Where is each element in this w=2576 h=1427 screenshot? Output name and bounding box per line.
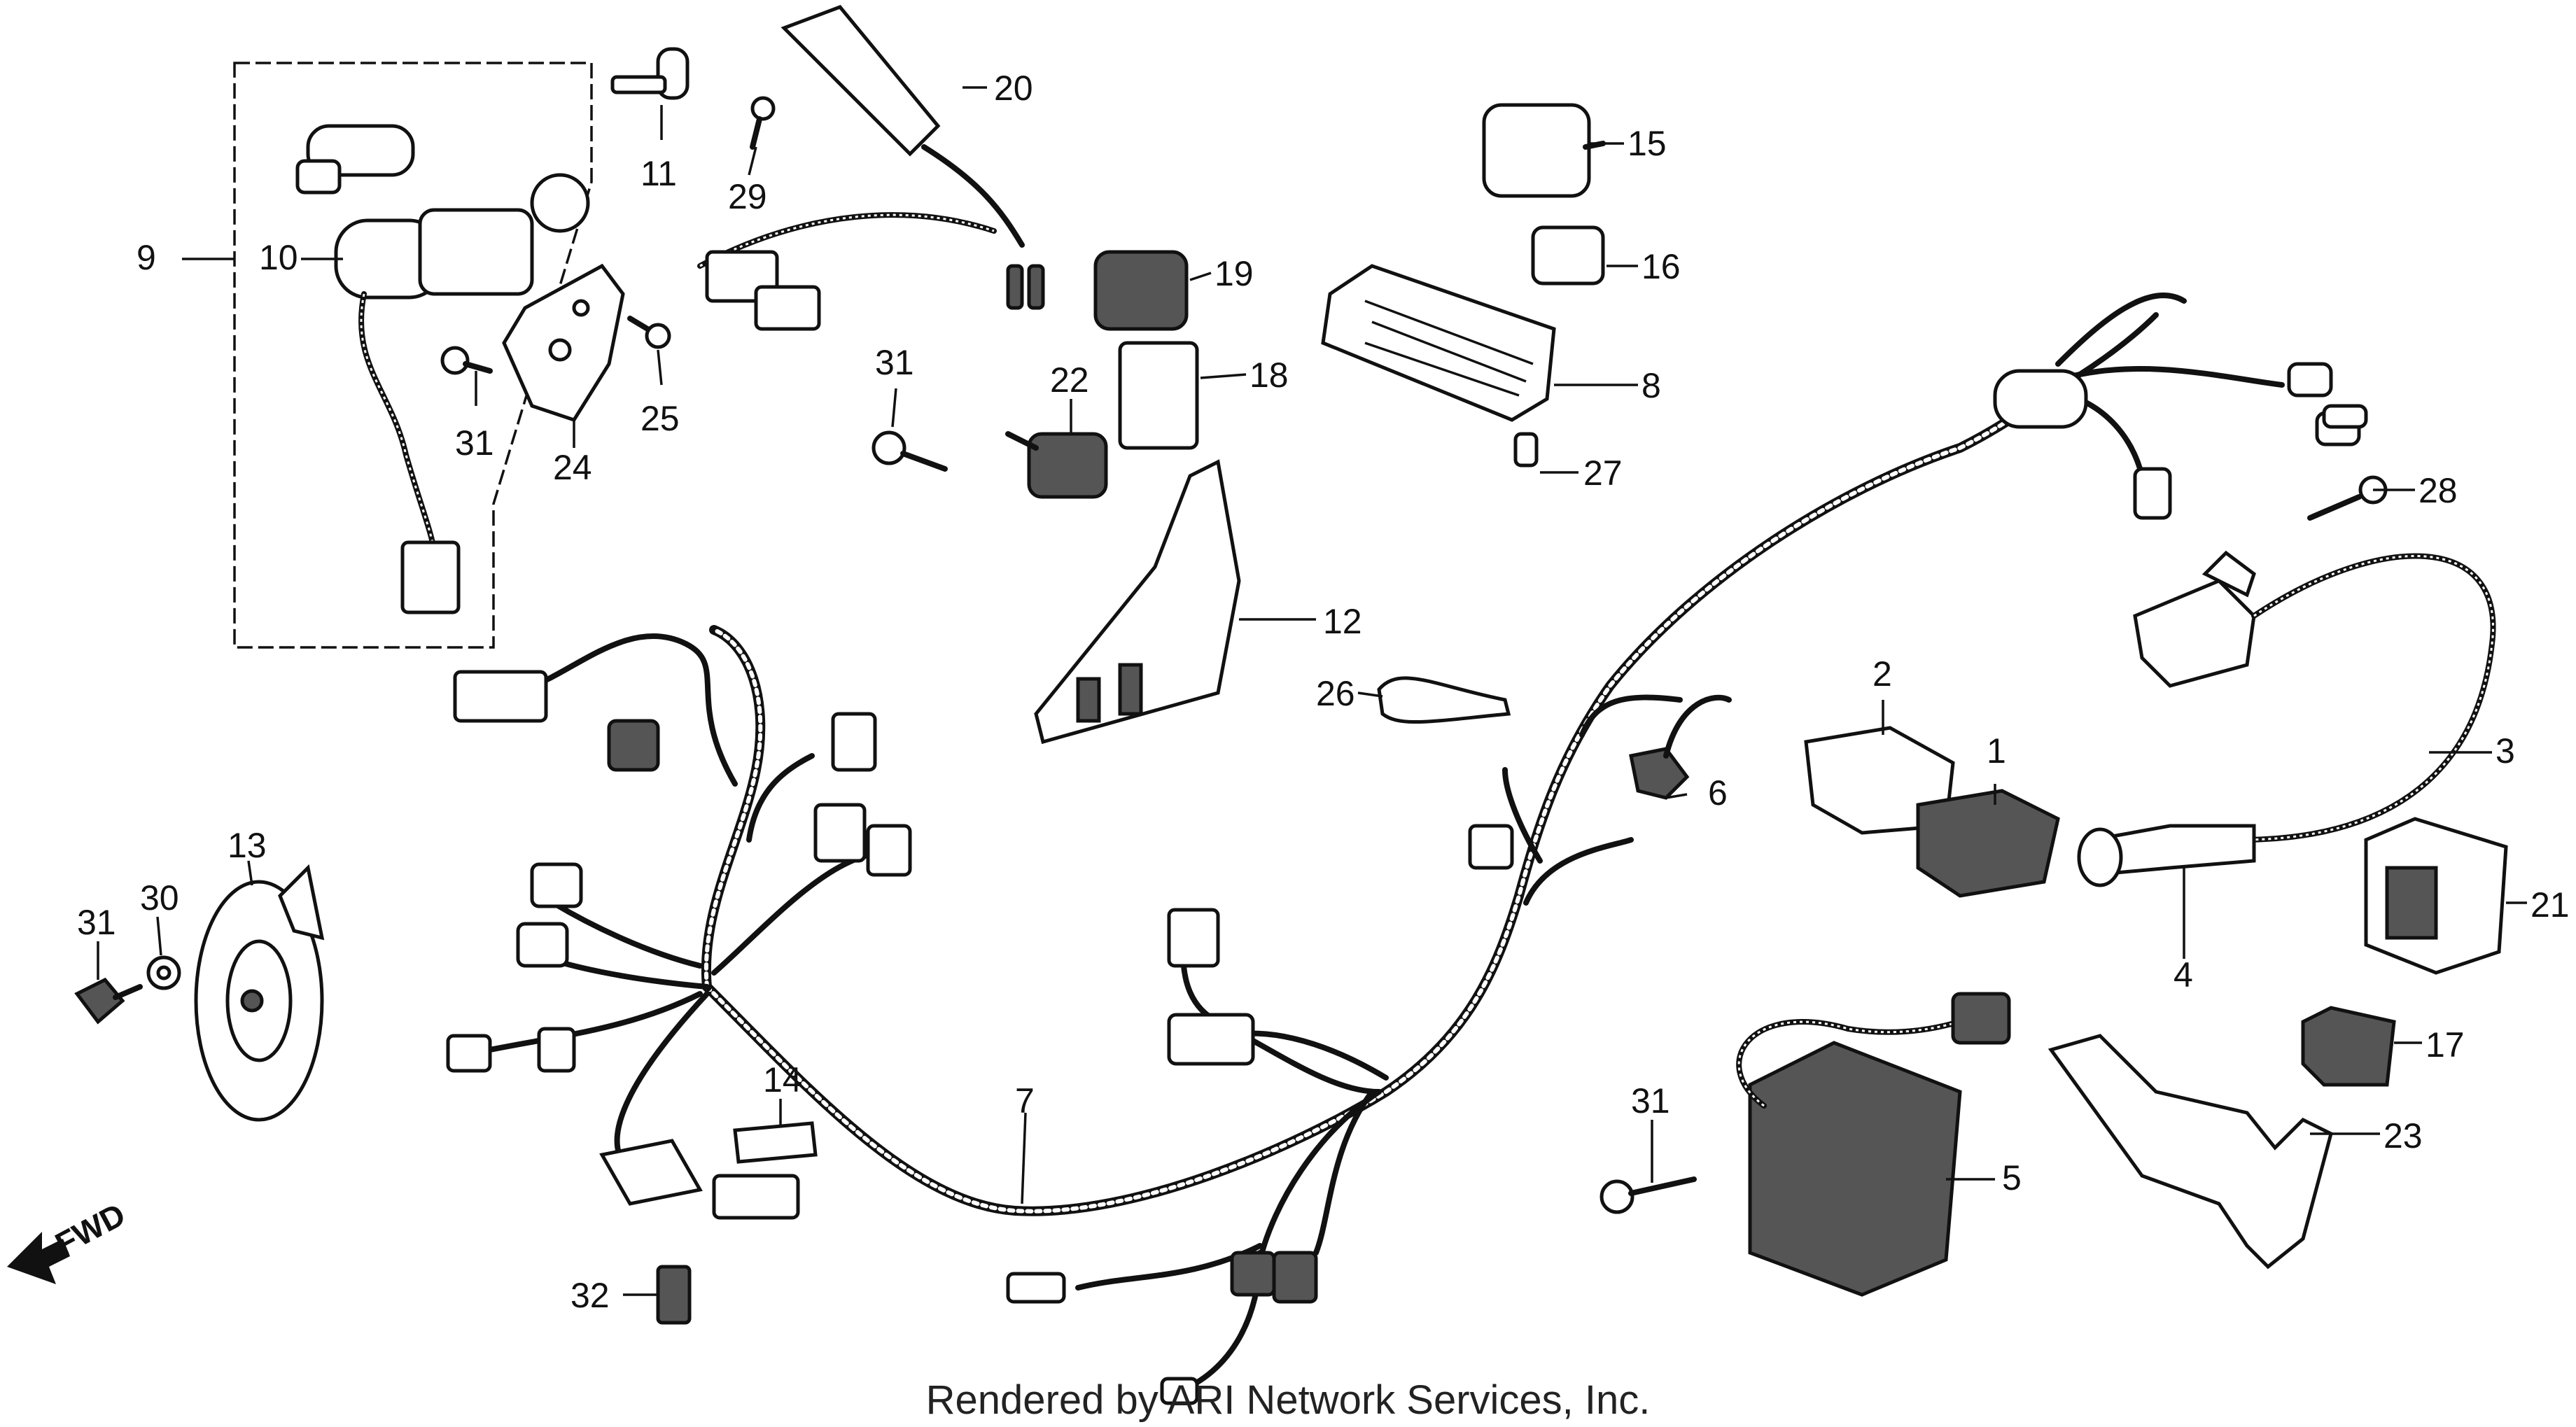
callout-4: 4 — [2174, 955, 2193, 994]
fuse-label-14 — [733, 1121, 818, 1164]
relay-18 — [1118, 341, 1199, 450]
callout-12: 12 — [1323, 602, 1362, 641]
callout-22: 22 — [1050, 360, 1089, 400]
bolt-31-horn — [74, 977, 143, 1025]
horn — [194, 864, 325, 1122]
cdi-unit — [1321, 264, 1556, 422]
callout-7: 7 — [1015, 1081, 1035, 1120]
callout-31-regulator: 31 — [1631, 1081, 1670, 1120]
callout-31-horn: 31 — [77, 903, 116, 942]
callout-8: 8 — [1642, 366, 1661, 405]
washer-30 — [146, 955, 181, 990]
ignition-switch-group-box — [233, 62, 593, 649]
turn-signal-cancel-unit — [2364, 817, 2508, 975]
callout-30: 30 — [140, 878, 179, 918]
callout-31-center: 31 — [875, 343, 914, 382]
screw-25 — [627, 316, 671, 349]
fuse-holder-16 — [1531, 225, 1605, 286]
main-wire-harness — [446, 293, 2368, 1405]
switch-mounting-plate — [502, 263, 625, 422]
bolt-31-regulator — [1600, 1176, 1697, 1214]
callout-29: 29 — [728, 177, 767, 216]
callout-25: 25 — [640, 399, 680, 438]
callout-28: 28 — [2418, 471, 2458, 510]
bolt-31-center — [872, 430, 948, 472]
callout-24: 24 — [553, 448, 592, 487]
key — [610, 47, 690, 100]
screw-29 — [750, 96, 776, 150]
wire-band — [1377, 676, 1511, 724]
spark-plug-cap — [2077, 824, 2256, 887]
fuse-box-17 — [2301, 1006, 2396, 1087]
callout-6: 6 — [1708, 773, 1728, 813]
callout-32: 32 — [570, 1276, 610, 1315]
ignition-switch — [334, 173, 590, 614]
callout-16: 16 — [1642, 247, 1681, 286]
callout-2: 2 — [1872, 654, 1892, 694]
callout-19: 19 — [1214, 254, 1254, 293]
callout-labels: 1 2 3 4 5 6 7 8 9 10 11 12 13 14 15 16 1… — [77, 69, 2570, 1315]
switch-22 — [1005, 431, 1108, 499]
callout-26: 26 — [1316, 674, 1355, 713]
callout-3: 3 — [2496, 731, 2515, 771]
callout-13: 13 — [227, 826, 267, 865]
callout-11: 11 — [640, 154, 677, 193]
fwd-label: FWD — [49, 1196, 131, 1263]
starter-relay-1 — [1916, 789, 2060, 898]
key-cylinder — [295, 124, 415, 195]
callout-18: 18 — [1250, 356, 1289, 395]
screw-28 — [2307, 475, 2388, 521]
callout-5: 5 — [2002, 1158, 2022, 1197]
relay-bracket — [1034, 459, 1241, 745]
footer-credit: Rendered by ARI Network Services, Inc. — [926, 1377, 1651, 1423]
neutral-switch-6 — [1629, 694, 1732, 800]
regulator-rectifier — [1736, 992, 2011, 1297]
callout-15: 15 — [1628, 124, 1667, 163]
leader-lines — [97, 86, 2527, 1296]
callout-27: 27 — [1583, 454, 1623, 493]
forward-direction-arrow: FWD — [7, 1196, 131, 1284]
turn-signal-relay-unit — [697, 5, 1045, 331]
screw-27 — [1513, 432, 1539, 468]
relay-19 — [1093, 250, 1189, 331]
ignition-coil — [2133, 550, 2496, 843]
regulator-cover — [2047, 1034, 2333, 1270]
callout-23: 23 — [2384, 1116, 2423, 1155]
callout-20: 20 — [994, 69, 1033, 108]
callout-21: 21 — [2530, 885, 2570, 925]
callout-9: 9 — [136, 238, 156, 277]
callout-17: 17 — [2426, 1025, 2465, 1064]
relay-15 — [1482, 103, 1606, 198]
callout-1: 1 — [1987, 731, 2006, 771]
fuse-32 — [656, 1265, 692, 1325]
callout-31-switch: 31 — [455, 423, 494, 463]
bolt-31-switch — [440, 346, 493, 375]
callout-10: 10 — [259, 238, 298, 277]
callout-14: 14 — [763, 1060, 802, 1099]
